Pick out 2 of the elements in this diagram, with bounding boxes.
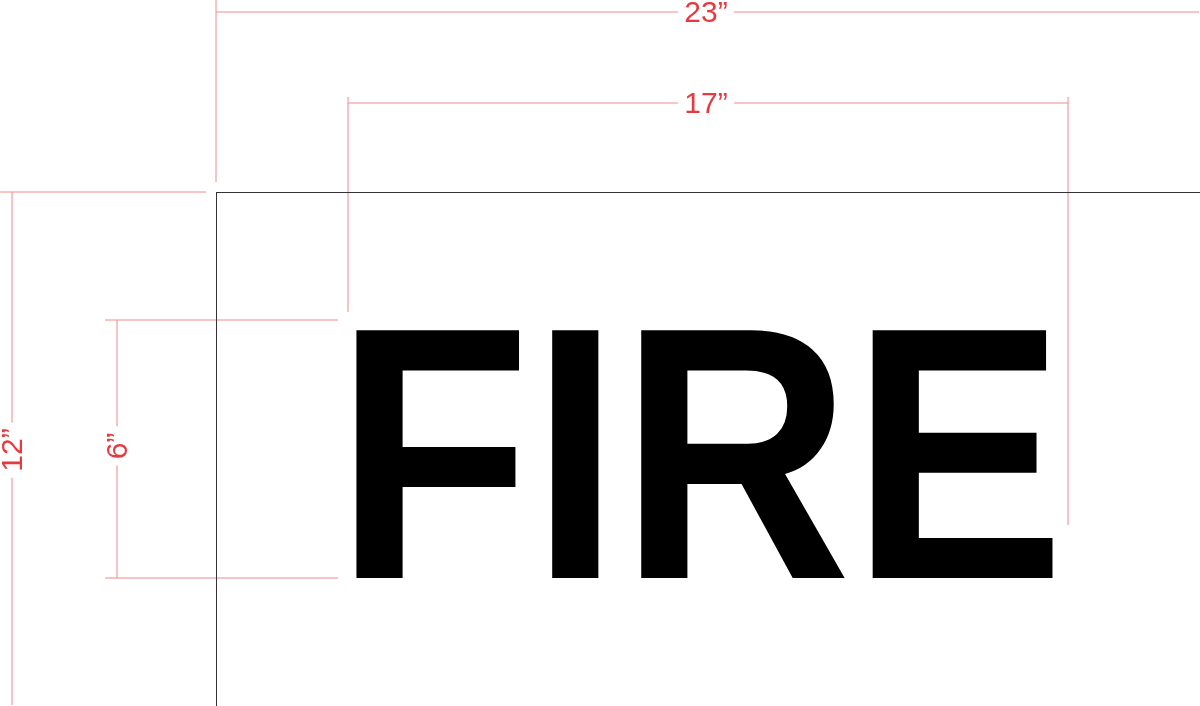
stencil-sheet: [216, 192, 1200, 706]
stencil-lettering: FIRE: [335, 273, 1065, 633]
